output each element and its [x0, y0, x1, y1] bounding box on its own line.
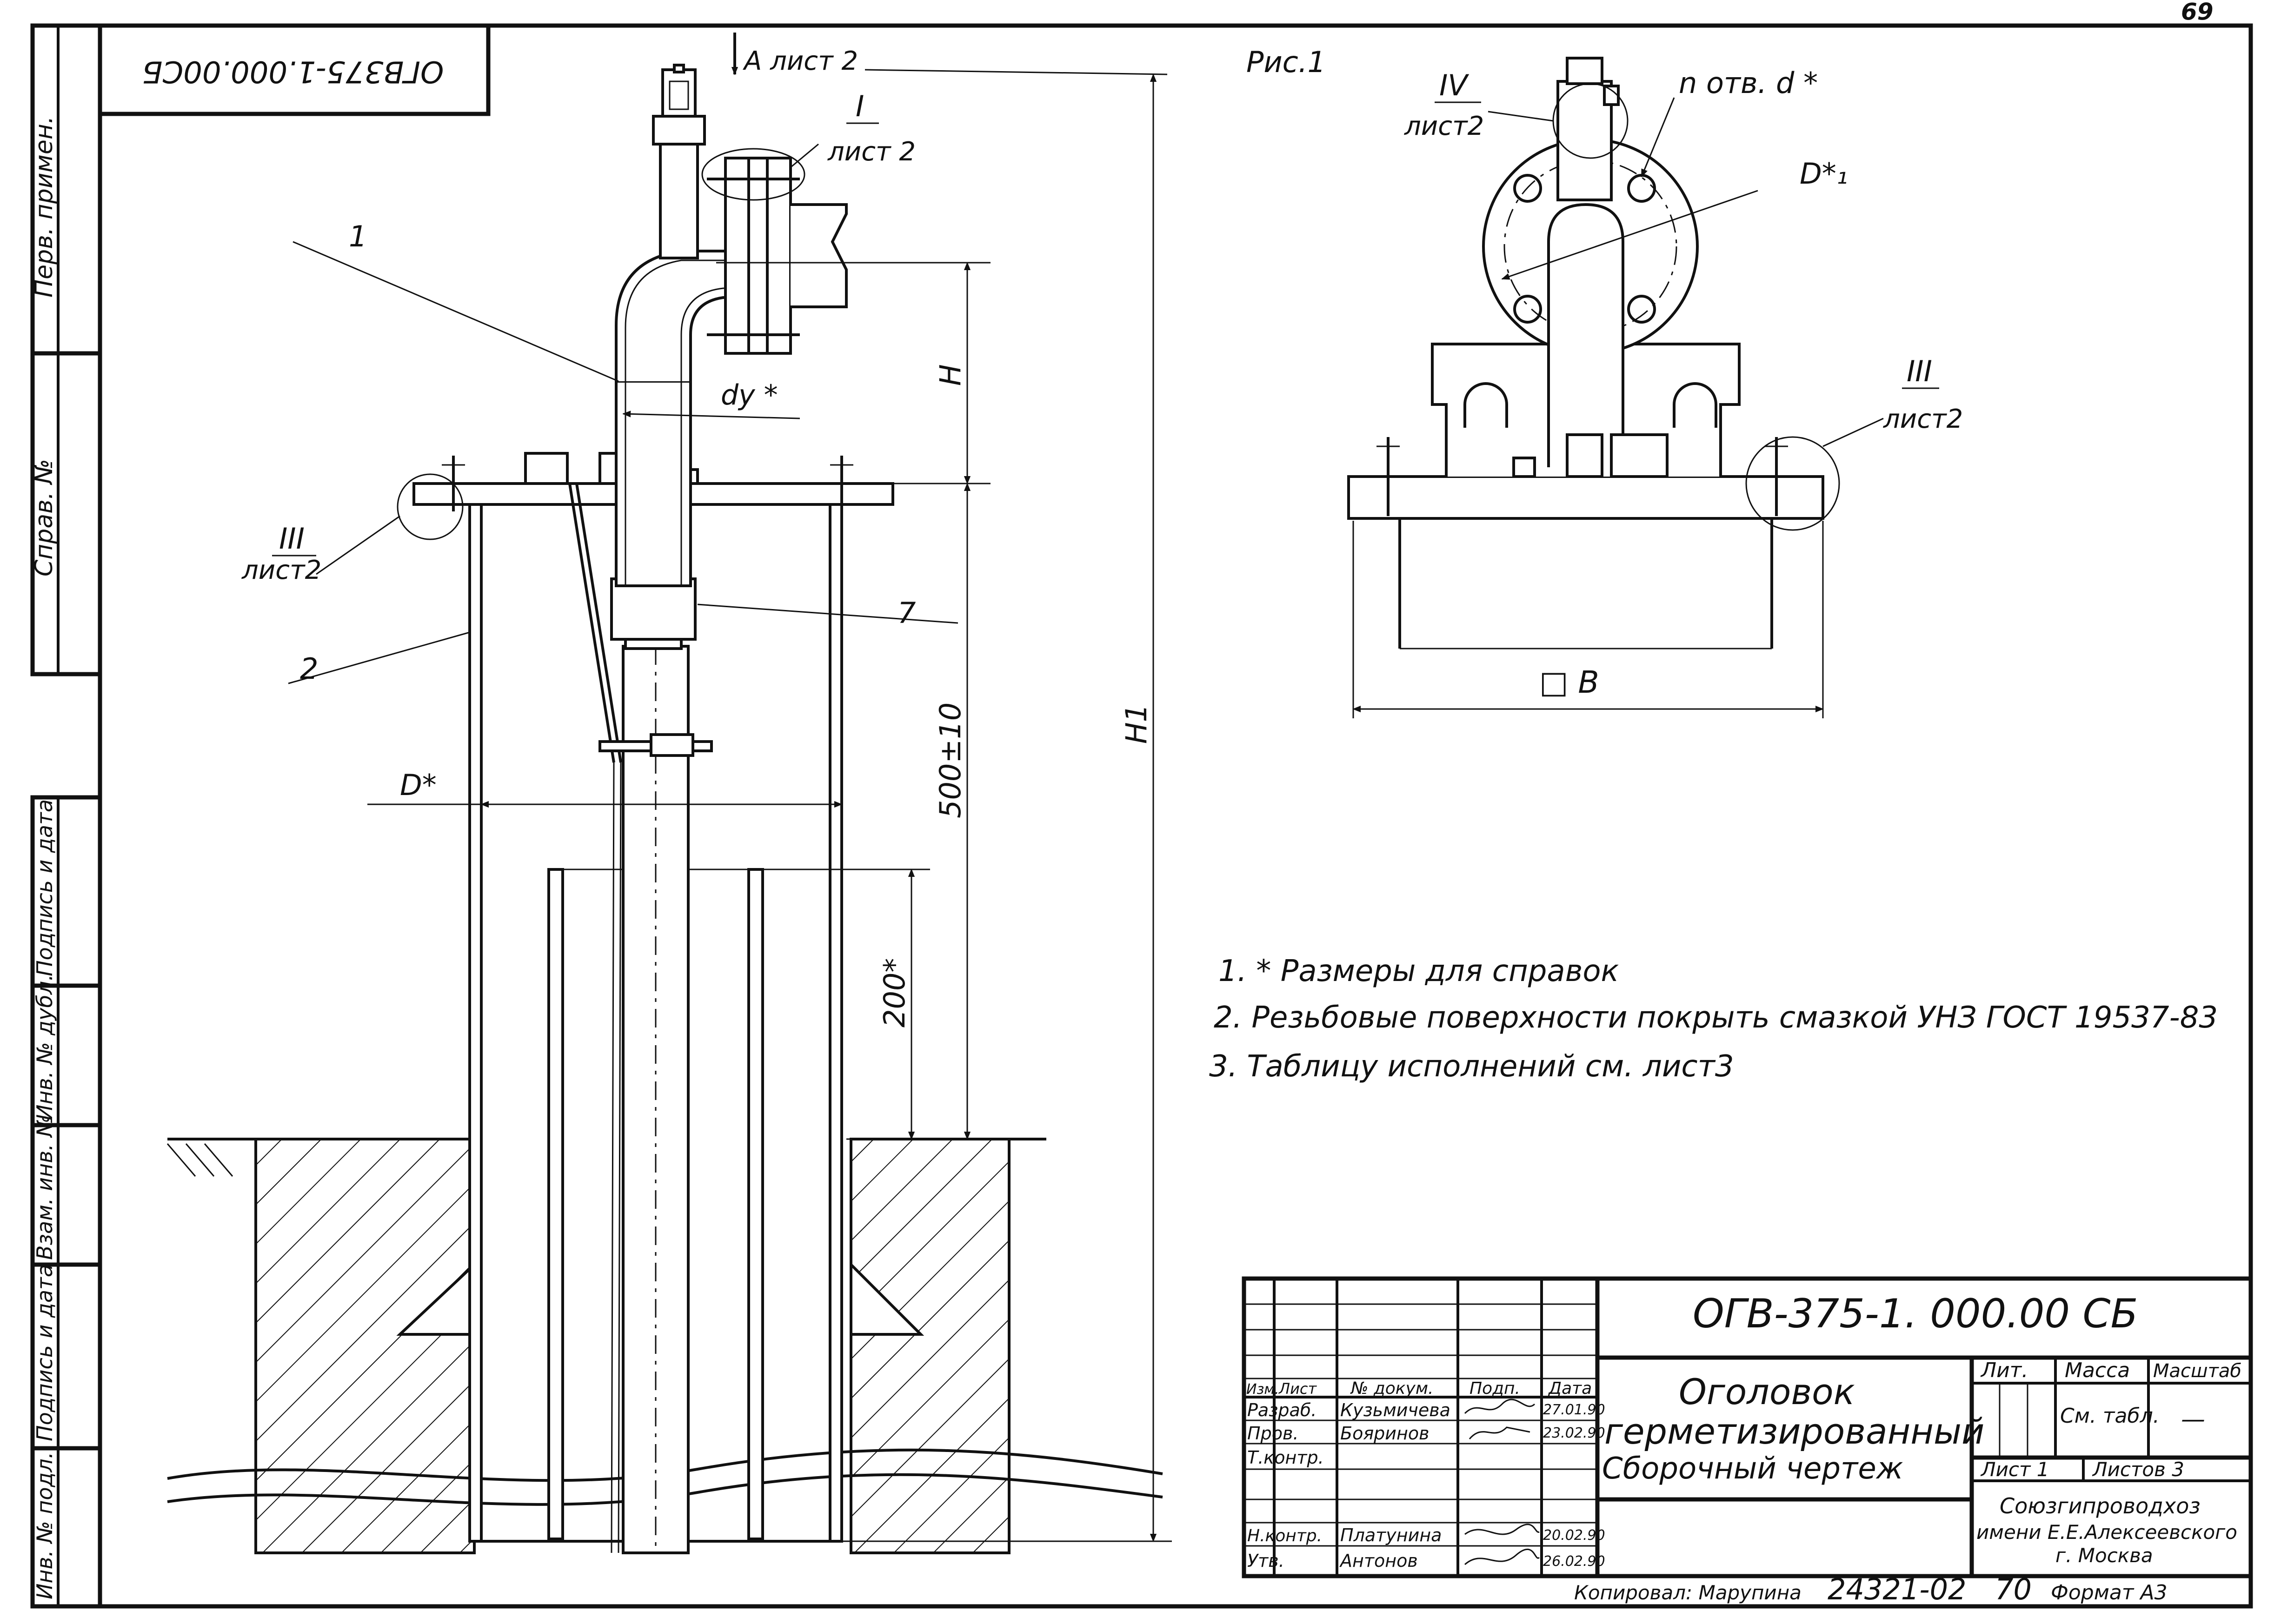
fig1-callout-IV-sheet: лист2 [1404, 111, 1484, 141]
sheet-label: Лист 1 [1980, 1458, 2049, 1481]
org-line1: Союзгипроводхоз [2000, 1493, 2201, 1518]
row-nkontr-role: Н.контр. [1247, 1526, 1322, 1545]
col-header-list: Лист [1278, 1380, 1317, 1398]
strip-vzam-inv-no: Взам. инв. № [32, 1115, 57, 1260]
masshtab-value: — [2181, 1405, 2205, 1433]
fig1-side-view: Рис.1 IV л [1246, 45, 1963, 718]
row-prov-date: 23.02.90 [1543, 1425, 1605, 1441]
dim-500: 500±10 [933, 703, 967, 818]
strip-podpis-data-bottom: Подпись и дата [32, 1264, 57, 1441]
row-razrab-role: Разраб. [1247, 1400, 1317, 1420]
row-razrab-date: 27.01.90 [1543, 1402, 1605, 1418]
fig1-title: Рис.1 [1246, 45, 1326, 79]
name-line3: Сборочный чертеж [1602, 1452, 1903, 1486]
massa-label: Масса [2065, 1359, 2130, 1382]
notes: 1. * Размеры для справок 2. Резьбовые по… [1209, 954, 2218, 1084]
footer-70: 70 [1995, 1572, 2032, 1606]
strip-perv-primen: Перв. примен. [30, 116, 58, 298]
callout-I-num: I [856, 89, 864, 123]
dim-D: D* [400, 768, 437, 802]
fig1-callout-III-sheet: лист2 [1883, 404, 1963, 434]
footer-format: Формат А3 [2051, 1581, 2168, 1604]
signature-prov [1469, 1426, 1530, 1439]
dim-H1: H1 [1119, 704, 1153, 744]
pos-2: 2 [300, 652, 318, 686]
rotated-code-box: ОГВ375-1.000.00СБ [98, 23, 491, 116]
strip-inv-no-dubl: Инв. № дубл. [32, 974, 57, 1120]
strip-sprav-no: Справ. № [30, 459, 58, 577]
note-2: 2. Резьбовые поверхности покрыть смазкой… [1214, 1001, 2218, 1035]
dim-H: H [933, 364, 967, 386]
note-3: 3. Таблицу исполнений см. лист3 [1209, 1049, 1734, 1084]
rotated-code: ОГВ375-1.000.00СБ [142, 54, 444, 88]
view-a-label: А лист 2 [743, 46, 858, 76]
strip-podpis-data-top: Подпись и дата [32, 799, 57, 976]
massa-value: См. табл. [2060, 1404, 2160, 1428]
footer: Копировал: Марупина 24321-02 70 Формат А… [1574, 1572, 2168, 1606]
col-header-dokum: № докум. [1350, 1379, 1433, 1398]
lit-label: Лит. [1980, 1359, 2028, 1382]
col-header-podp: Подп. [1469, 1379, 1520, 1398]
fig1-dim-D1: D*₁ [1800, 157, 1848, 191]
fig1-holes-label: n отв. d * [1679, 66, 1818, 100]
title-block: Изм. Лист № докум. Подп. Дата Разраб. Ку… [1242, 1276, 2253, 1578]
row-tkontr-role: Т.контр. [1247, 1447, 1324, 1468]
fig1-callout-III-num: III [1907, 354, 1932, 388]
left-side-strip: Перв. примен. Справ. № Подпись и дата Ин… [30, 23, 102, 1609]
sheet-number: 69 [2181, 0, 2214, 25]
org-line3: г. Москва [2055, 1544, 2153, 1567]
signature-utv [1464, 1548, 1540, 1565]
fig1-callout-IV-num: IV [1439, 68, 1469, 102]
col-header-izm: Изм. [1246, 1381, 1279, 1398]
strip-inv-no-podl: Инв. № подл. [32, 1452, 57, 1599]
row-utv-name: Антонов [1339, 1551, 1418, 1571]
callout-III-num: III [279, 522, 305, 556]
sheets-label: Листов 3 [2092, 1458, 2184, 1481]
main-section-view: I лист 2 А лист 2 III лист2 1 2 7 dy * [166, 33, 1172, 1554]
row-utv-role: Утв. [1247, 1551, 1284, 1571]
pos-1: 1 [349, 219, 367, 253]
name-line2: герметизированный [1604, 1411, 1984, 1452]
designation: ОГВ-375-1. 000.00 СБ [1693, 1291, 2138, 1337]
row-nkontr-name: Платунина [1340, 1525, 1442, 1545]
signature-razrab [1464, 1399, 1536, 1414]
fig1-dim-B: □ В [1539, 664, 1599, 700]
org-line2: имени Е.Е.Алексеевского [1976, 1521, 2237, 1544]
callout-III-sheet: лист2 [241, 555, 321, 585]
dim-dy: dy * [721, 379, 778, 411]
row-prov-role: Пров. [1247, 1423, 1298, 1444]
row-prov-name: Бояринов [1340, 1423, 1429, 1444]
name-line1: Оголовок [1679, 1371, 1855, 1412]
callout-I-sheet: лист 2 [827, 137, 916, 167]
pos-7: 7 [898, 596, 916, 630]
row-nkontr-date: 20.02.90 [1543, 1527, 1605, 1544]
row-razrab-name: Кузьмичева [1340, 1400, 1450, 1420]
footer-copied-by: Копировал: Марупина [1574, 1581, 1802, 1604]
footer-number: 24321-02 [1828, 1572, 1967, 1606]
col-header-data: Дата [1548, 1379, 1592, 1398]
masshtab-label: Масштаб [2153, 1360, 2241, 1382]
row-utv-date: 26.02.90 [1543, 1553, 1605, 1570]
note-1: 1. * Размеры для справок [1218, 954, 1619, 988]
signature-nkontr [1464, 1524, 1540, 1535]
dim-200: 200* [878, 958, 911, 1027]
